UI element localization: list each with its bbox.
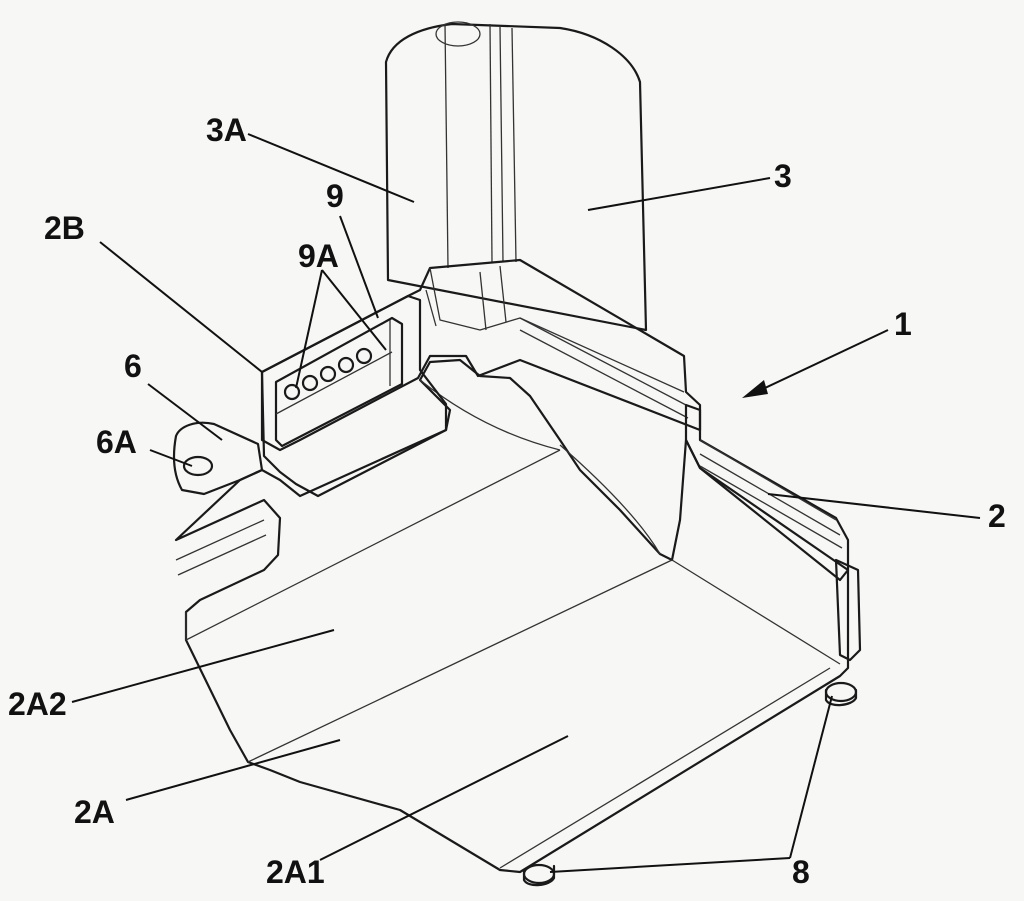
label-9: 9 (326, 178, 344, 214)
connector (260, 294, 448, 498)
label-2: 2 (988, 498, 1006, 534)
connector-pin (337, 356, 355, 374)
connector-pin (319, 365, 337, 383)
feet (522, 681, 858, 887)
leader-lines (71, 133, 981, 873)
label-1: 1 (894, 306, 912, 342)
foot (824, 681, 858, 703)
label-6: 6 (124, 348, 142, 384)
motor-cylinder (384, 21, 648, 332)
label-6a: 6A (96, 424, 137, 460)
foot (522, 863, 556, 885)
label-3: 3 (774, 158, 792, 194)
mounting-tab (172, 421, 264, 496)
upper-housing (260, 258, 702, 452)
arrowhead (742, 380, 768, 398)
label-3a: 3A (206, 112, 247, 148)
connector-pin (301, 374, 319, 392)
label-2a2: 2A2 (8, 686, 67, 722)
label-2b: 2B (44, 210, 85, 246)
connector-pin (283, 383, 301, 401)
side-flange (684, 403, 862, 662)
mounting-hole (182, 455, 214, 477)
label-2a1: 2A1 (266, 854, 325, 890)
connector-pin (355, 347, 373, 365)
label-2a: 2A (74, 794, 115, 830)
connector-socket (274, 316, 404, 448)
label-9a: 9A (298, 238, 339, 274)
label-8: 8 (792, 854, 810, 890)
lower-body (174, 358, 850, 874)
